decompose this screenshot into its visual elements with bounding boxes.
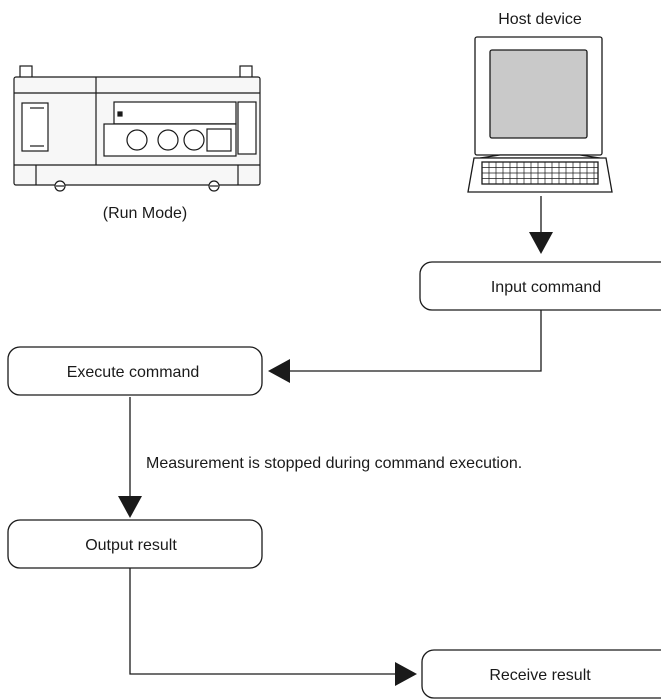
step-input-command-label: Input command [491,279,601,296]
step-receive-result: Receive result [421,649,661,699]
note-text: Measurement is stopped during command ex… [146,455,522,472]
controller-label: (Run Mode) [103,205,187,222]
step-receive-result-label: Receive result [489,667,591,684]
arrowhead-right-receive [395,662,417,686]
step-input-command: Input command [419,261,661,311]
step-output-result: Output result [7,519,263,569]
step-execute-command: Execute command [7,346,263,396]
computer-icon [467,36,613,193]
arrow-output-to-receive [129,568,395,675]
arrow-input-to-execute [290,310,542,372]
arrowhead-down-input [529,232,553,254]
arrowhead-left-execute [268,359,290,383]
connectors [129,196,542,675]
step-output-result-label: Output result [85,537,177,554]
arrowheads [118,232,553,686]
controller-device [13,65,261,192]
arrowhead-down-output [118,496,142,518]
step-execute-command-label: Execute command [67,364,200,381]
host-device-label: Host device [498,11,582,28]
